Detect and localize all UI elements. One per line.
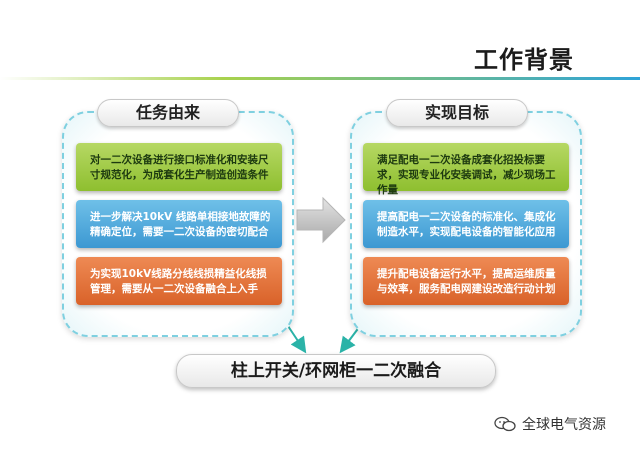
left-item-2: 进一步解决10kV 线路单相接地故障的精确定位，需要一二次设备的密切配合 [76,200,282,248]
page-title: 工作背景 [474,46,574,74]
right-item-2: 提高配电一二次设备的标准化、集成化制造水平，实现配电设备的智能化应用 [363,200,569,248]
right-arrow-icon [296,196,346,244]
left-panel-title: 任务由来 [97,99,239,127]
left-item-1: 对一二次设备进行接口标准化和安装尺寸规范化，为成套化生产制造创造条件 [76,143,282,191]
right-item-3: 提升配电设备运行水平，提高运维质量与效率，服务配电网建设改造行动计划 [363,257,569,305]
right-item-1: 满足配电一二次设备成套化招投标要求，实现专业化安装调试，减少现场工作量 [363,143,569,196]
left-item-3: 为实现10kV线路分线线损精益化线损管理，需要从一二次设备融合上入手 [76,257,282,305]
right-panel-title: 实现目标 [386,99,528,127]
integration-label: 柱上开关/环网柜一二次融合 [176,354,496,388]
watermark: 全球电气资源 [494,414,606,434]
watermark-text: 全球电气资源 [522,417,606,433]
title-underline [0,77,640,80]
wechat-icon [494,416,516,432]
